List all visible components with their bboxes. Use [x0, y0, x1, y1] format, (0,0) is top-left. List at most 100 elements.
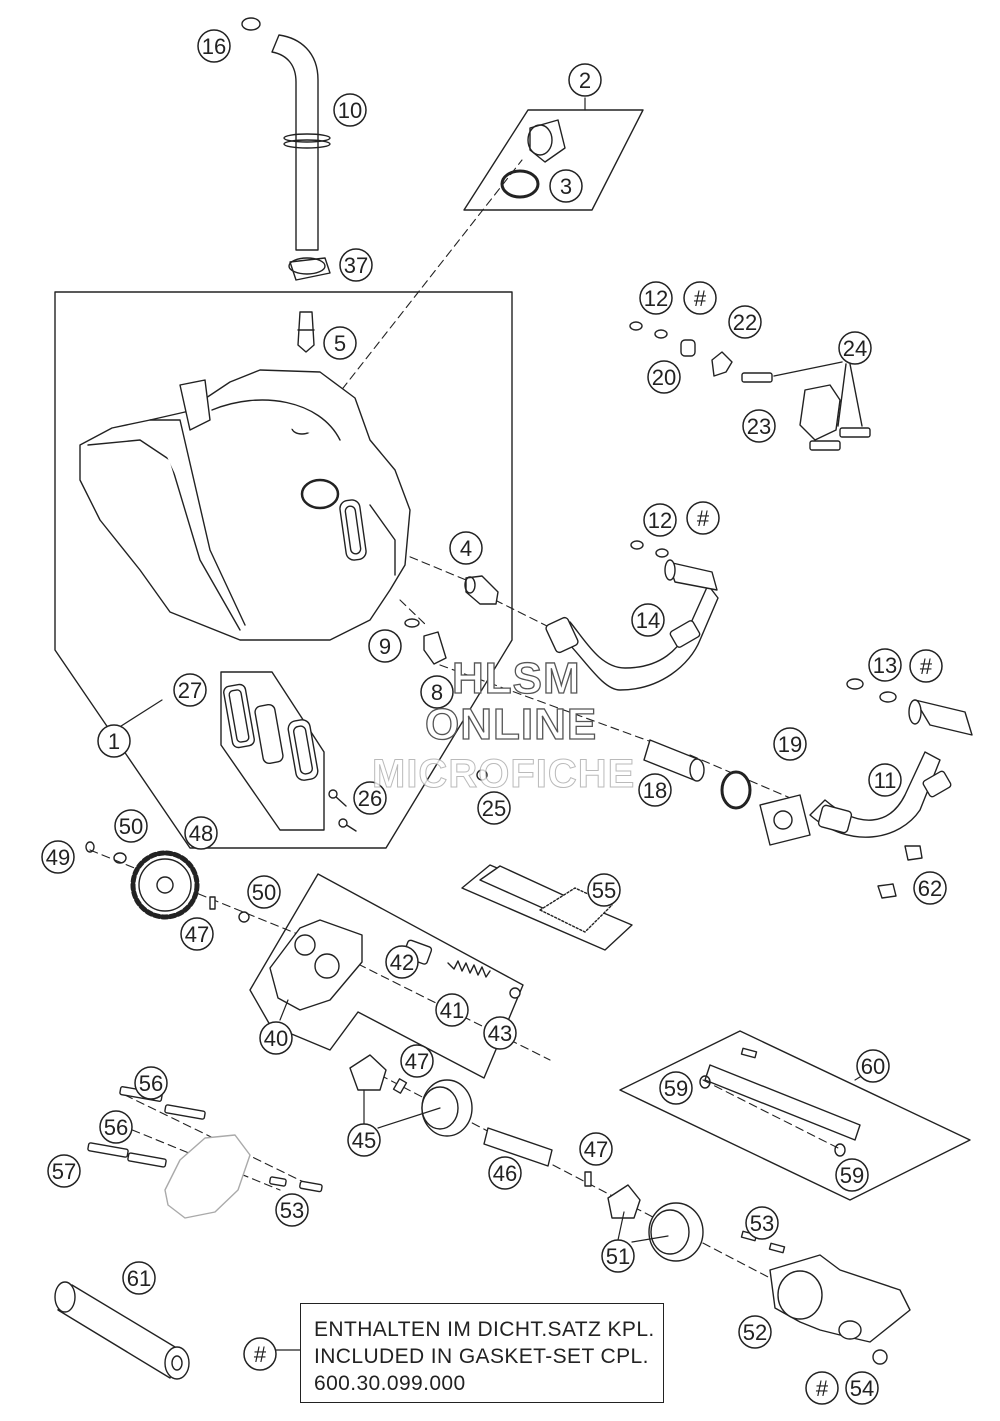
- callout-number: 50: [119, 814, 143, 839]
- callout-c13: 13: [868, 648, 902, 682]
- callout-circle: [347, 1123, 381, 1157]
- callout-number: 2: [579, 68, 591, 93]
- shaft-60: [704, 1064, 861, 1141]
- callout-c12b: 12: [643, 503, 677, 537]
- callout-c56b: 56: [99, 1110, 133, 1144]
- callout-c14: 14: [631, 603, 665, 637]
- callout-circle: [323, 326, 357, 360]
- callout-circle: [913, 871, 947, 905]
- banjo-fitting-4: [465, 575, 499, 605]
- callout-circle: [339, 248, 373, 282]
- callout-circle: [647, 360, 681, 394]
- callout-number: 19: [778, 732, 802, 757]
- callout-number: 49: [46, 845, 70, 870]
- callout-number: 8: [431, 680, 443, 705]
- watermark-line-2: ONLINE: [424, 699, 598, 749]
- callout-number: 9: [379, 634, 391, 659]
- callout-circle: [659, 1071, 693, 1105]
- callout-number: 53: [750, 1211, 774, 1236]
- callout-c12a: 12: [639, 281, 673, 315]
- callout-circle: [805, 1371, 839, 1405]
- callout-c47c: 47: [579, 1132, 613, 1166]
- shaft-group-box: [619, 1030, 971, 1201]
- callout-h3: #: [909, 649, 943, 683]
- callout-number: 56: [139, 1071, 163, 1096]
- oil-tank: [79, 369, 411, 641]
- callout-c47a: 47: [180, 917, 214, 951]
- callout-c50a: 50: [114, 809, 148, 843]
- callout-circle: [587, 873, 621, 907]
- callout-circle: [745, 1206, 779, 1240]
- callout-c50b: 50: [247, 875, 281, 909]
- callout-number: 22: [733, 310, 757, 335]
- callout-circle: [601, 1239, 635, 1273]
- bolts-62: [877, 845, 923, 899]
- callout-c5: 5: [323, 326, 357, 360]
- bolts-24: [741, 372, 871, 451]
- pin-47b: [392, 1078, 408, 1094]
- callout-number: 53: [280, 1198, 304, 1223]
- rotor-outer-51: [648, 1202, 704, 1262]
- callout-number: 37: [344, 253, 368, 278]
- callout-circle: [275, 1193, 309, 1227]
- callout-number: 54: [850, 1376, 874, 1401]
- callout-number: 16: [202, 34, 226, 59]
- rotor-outer-45: [421, 1079, 473, 1137]
- callout-circle: [845, 1371, 879, 1405]
- callout-c55: 55: [587, 873, 621, 907]
- callout-number: 46: [493, 1161, 517, 1186]
- callout-circle: [773, 727, 807, 761]
- filler-cap-2: [529, 119, 566, 163]
- callout-number: 47: [584, 1137, 608, 1162]
- callout-circle: [728, 305, 762, 339]
- callout-circle: [856, 1049, 890, 1083]
- callout-c18: 18: [638, 773, 672, 807]
- callout-number: 62: [918, 876, 942, 901]
- callout-c8: 8: [420, 675, 454, 709]
- callout-number: 59: [840, 1163, 864, 1188]
- callout-c52: 52: [738, 1315, 772, 1349]
- callout-circle: [868, 648, 902, 682]
- callout-number: 4: [460, 536, 472, 561]
- hose-clamp-16: [241, 17, 261, 31]
- callout-circle: [41, 840, 75, 874]
- callout-circle: [247, 875, 281, 909]
- spring-41: [447, 960, 491, 978]
- callout-number: 18: [643, 778, 667, 803]
- pump-housing-52: [769, 1254, 911, 1343]
- callout-circle: [477, 791, 511, 825]
- callout-number: 40: [264, 1026, 288, 1051]
- callout-number: 56: [104, 1115, 128, 1140]
- circlip-49: [85, 841, 95, 853]
- callout-c16: 16: [197, 29, 231, 63]
- callout-number: 45: [352, 1128, 376, 1153]
- callout-circle: [579, 1132, 613, 1166]
- callout-c45: 45: [347, 1123, 381, 1157]
- callout-number: 12: [644, 286, 668, 311]
- callout-c41: 41: [435, 993, 469, 1027]
- callout-number: 43: [488, 1021, 512, 1046]
- callout-h5: #: [805, 1371, 839, 1405]
- sprocket-48: [130, 850, 200, 920]
- callout-c48: 48: [184, 816, 218, 850]
- callout-circle: [638, 773, 672, 807]
- flange-plate: [759, 794, 811, 846]
- callout-number: 13: [873, 653, 897, 678]
- callout-number: 10: [338, 98, 362, 123]
- callout-c10: 10: [333, 93, 367, 127]
- screw-25: [476, 769, 488, 781]
- oil-hose-11: [809, 699, 973, 838]
- pump-shaft-46: [483, 1127, 553, 1167]
- callout-circle: [835, 1158, 869, 1192]
- callout-number: 12: [648, 508, 672, 533]
- callout-c37: 37: [339, 248, 373, 282]
- callout-number: 55: [592, 878, 616, 903]
- callout-c47b: 47: [400, 1044, 434, 1078]
- note-line-en: INCLUDED IN GASKET-SET CPL.: [314, 1345, 649, 1368]
- filter-element-61: [54, 1281, 190, 1380]
- leader-lines: [117, 97, 879, 1351]
- callout-circle: [639, 281, 673, 315]
- pin-47a: [209, 896, 216, 910]
